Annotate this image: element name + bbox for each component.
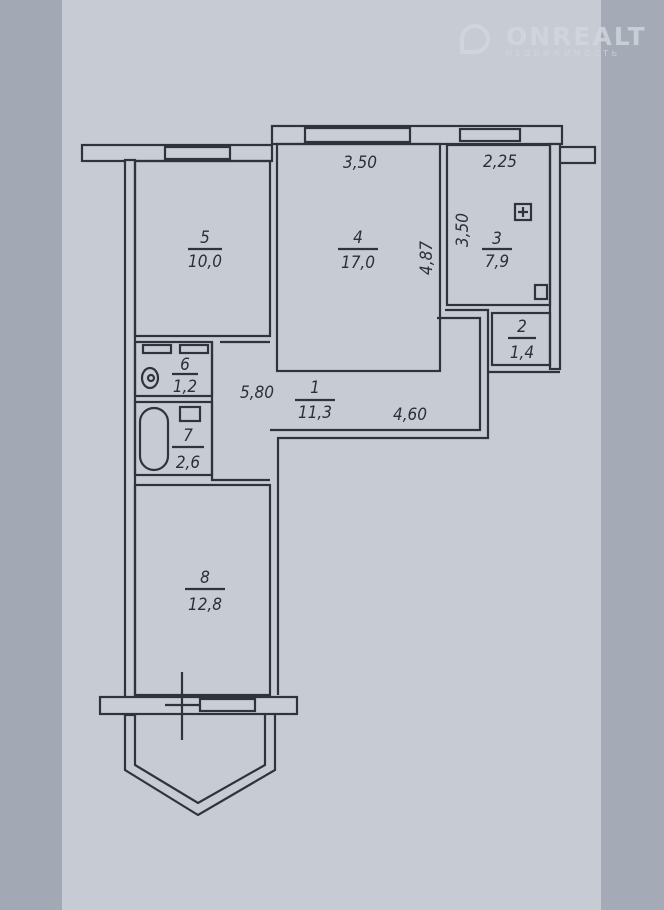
vent-icon [178,343,210,355]
room-7-area: 2,6 [176,453,201,473]
room-2-number: 2 [517,317,527,337]
room3-width-dimension: 2,25 [483,152,517,172]
room-2-area: 1,4 [510,343,534,363]
room-labels: 5 10,0 4 17,0 3 7,9 2 1,4 6 1,2 7 2,6 1 … [172,228,536,615]
bathtub-icon [138,406,170,472]
room-3-area: 7,9 [485,252,509,272]
walls [80,124,597,817]
background-left [0,0,62,910]
room-3-number: 3 [492,229,502,249]
toilet-icon [140,366,160,390]
watermark-subtitle: НЕДВИЖИМОСТЬ [506,49,621,58]
room-5-area: 10,0 [188,252,222,272]
room-6-number: 6 [180,355,190,375]
room-4-area: 17,0 [341,253,375,273]
corridor-length-dimension: 5,80 [240,383,274,403]
watermark: ONREALT НЕДВИЖИМОСТЬ [460,22,647,58]
room-8-number: 8 [200,568,210,588]
corridor-width-dimension: 4,60 [393,405,427,425]
balcony-door-mark [165,672,200,740]
stove-icon [513,202,533,222]
sink-icon [178,405,202,423]
fixtures [138,202,549,740]
room4-width-dimension: 3,50 [343,153,377,173]
room-7-number: 7 [183,426,193,446]
room-4-number: 4 [353,228,363,248]
room-6-area: 1,2 [173,377,197,397]
room-1-area: 11,3 [298,403,332,423]
house-logo-icon [460,24,490,54]
watermark-brand: ONREALT [506,22,647,51]
kitchen-sink-icon [533,283,549,301]
dimension-labels: 3,50 4,87 2,25 3,50 5,80 4,60 [240,152,517,425]
room-5-number: 5 [200,228,210,248]
room-8-area: 12,8 [188,595,222,615]
room4-depth-dimension: 4,87 [417,241,437,275]
vent-icon [141,343,173,355]
background-right [601,0,664,910]
room3-depth-dimension: 3,50 [453,213,473,247]
room-1-number: 1 [310,378,320,398]
